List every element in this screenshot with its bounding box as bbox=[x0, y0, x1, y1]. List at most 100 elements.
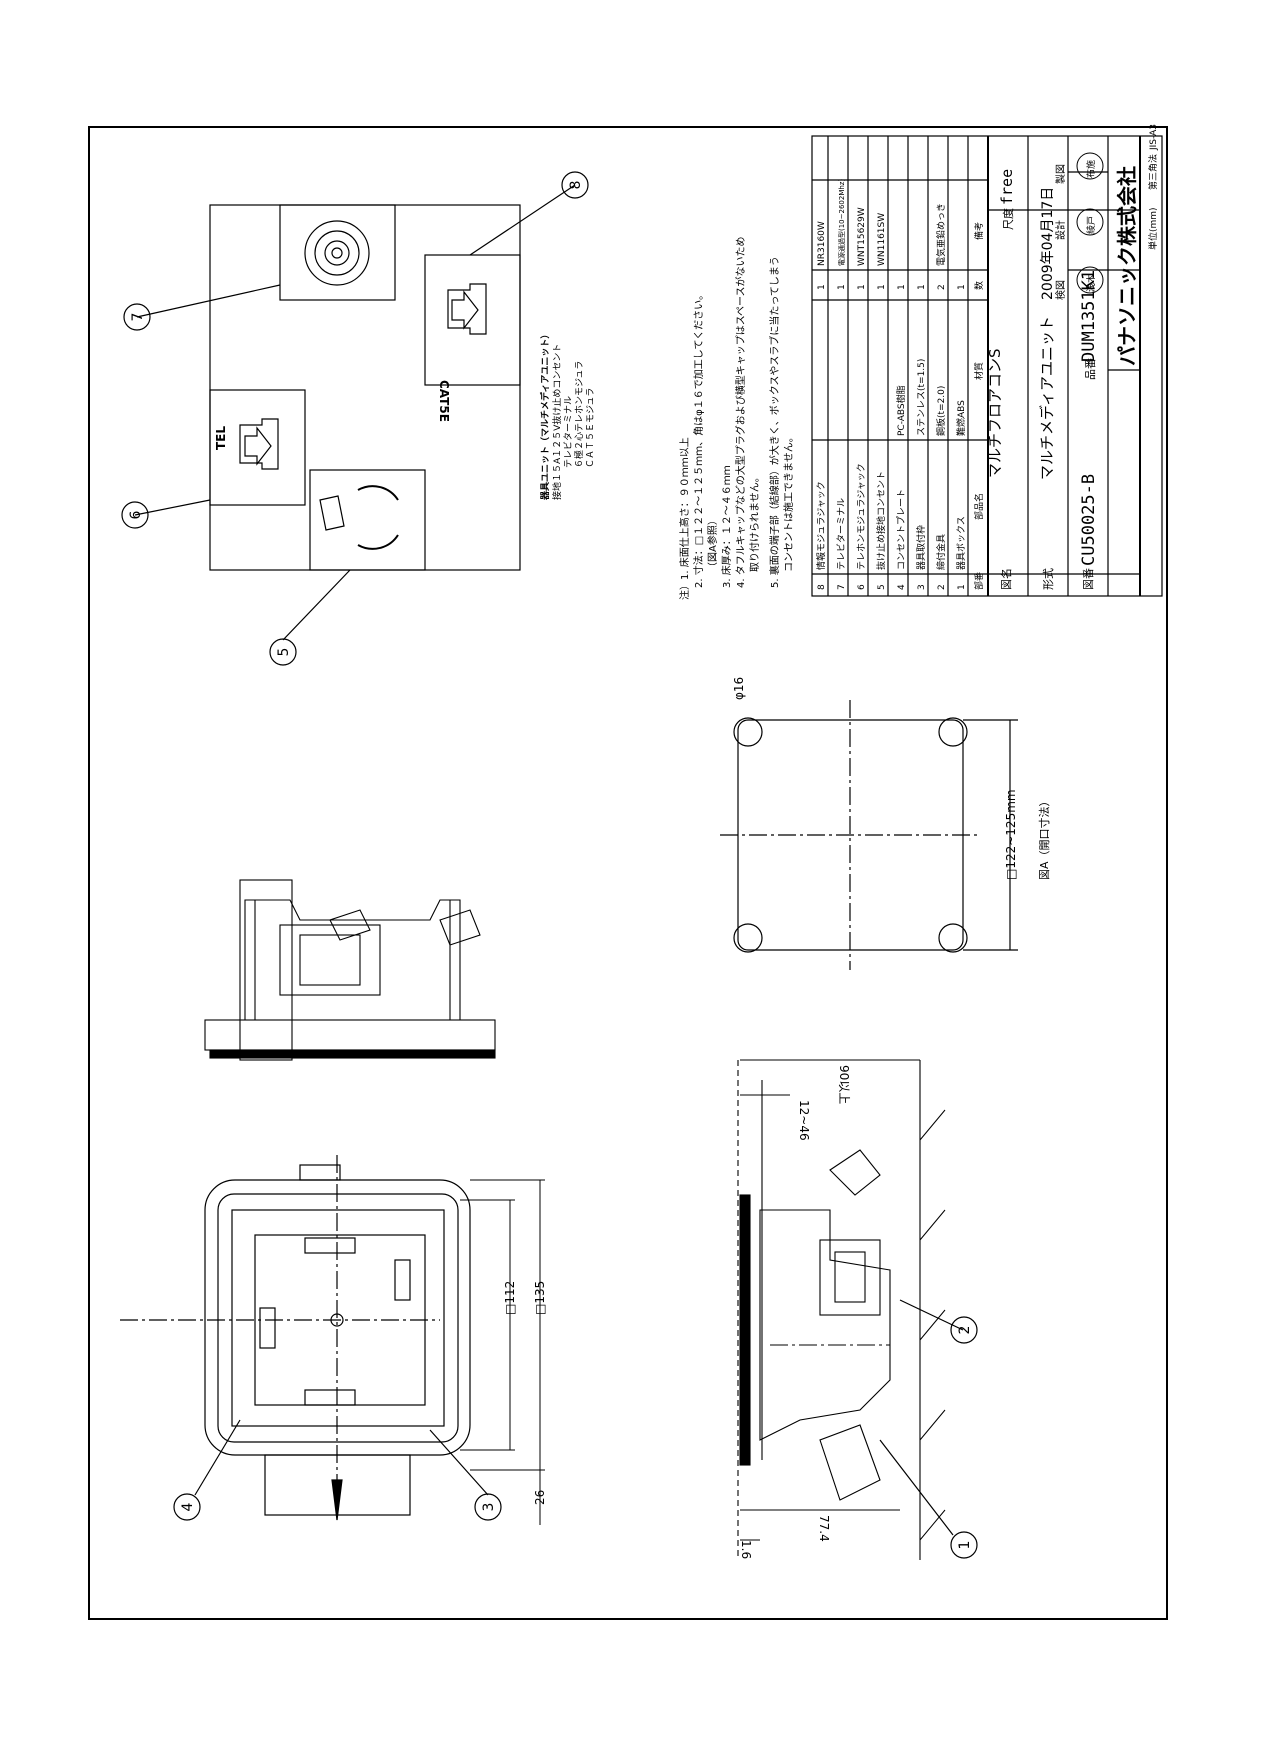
unit-note: 単位(mm) bbox=[1147, 207, 1159, 250]
svg-text:3: 3 bbox=[481, 1503, 497, 1512]
dimension-texts: □112 □135 26 90以上 12~46 77.4 1.6 □122~12… bbox=[503, 677, 1051, 1559]
check-label: 検図 bbox=[1054, 280, 1067, 300]
svg-text:NR3160W: NR3160W bbox=[817, 221, 827, 266]
dim-phi16: φ16 bbox=[732, 677, 746, 700]
svg-text:1: 1 bbox=[897, 284, 907, 290]
svg-text:6: 6 bbox=[857, 584, 867, 590]
note-line: 取り付けられません。 bbox=[748, 472, 761, 572]
svg-text:1: 1 bbox=[837, 284, 847, 290]
svg-text:5: 5 bbox=[877, 584, 887, 590]
design-label: 設計 bbox=[1054, 220, 1067, 240]
table-row: 2 締付金具 鋼板(t=2.0) 2 電気亜鉛めっき bbox=[935, 203, 947, 590]
product-name: マルチフロアコンS bbox=[986, 348, 1004, 478]
part-no-label: 品番 bbox=[1084, 358, 1097, 380]
svg-text:2: 2 bbox=[937, 584, 947, 590]
svg-text:WN1161SW: WN1161SW bbox=[877, 213, 887, 266]
callouts bbox=[121, 171, 978, 1559]
dim-135: □135 bbox=[533, 1281, 547, 1315]
cat5e-label: CAT5E bbox=[437, 380, 451, 422]
drawing-no-label: 図番 bbox=[1082, 568, 1095, 590]
tv-terminal bbox=[279, 204, 396, 301]
dim-112: □112 bbox=[503, 1281, 517, 1315]
svg-text:鋼板(t=2.0): 鋼板(t=2.0) bbox=[935, 386, 947, 436]
svg-text:1: 1 bbox=[817, 284, 827, 290]
callout-3 bbox=[474, 1493, 502, 1521]
header-note: 備考 bbox=[973, 222, 985, 240]
svg-text:1: 1 bbox=[857, 284, 867, 290]
table-row: 4 コンセントプレート PC-ABS樹脂 1 bbox=[895, 284, 907, 590]
svg-text:ＣＡＴ５Ｅモジュラ: ＣＡＴ５Ｅモジュラ bbox=[585, 388, 596, 468]
scale-label: 尺度 bbox=[1001, 208, 1015, 230]
callout-2 bbox=[950, 1316, 978, 1344]
dim-77-4: 77.4 bbox=[817, 1515, 831, 1542]
front-panel-view bbox=[209, 204, 521, 571]
svg-text:電源通過型(10~2602Mhz): 電源通過型(10~2602Mhz) bbox=[837, 179, 846, 266]
callout-7 bbox=[123, 303, 151, 331]
svg-text:7: 7 bbox=[130, 313, 146, 322]
stamp-draft-text: 布施 bbox=[1085, 160, 1097, 178]
panel-outline bbox=[209, 204, 521, 571]
note-line: 3. 床厚み：１２～４６ｍｍ bbox=[720, 465, 733, 588]
svg-text:テレビターミナル: テレビターミナル bbox=[563, 396, 574, 468]
svg-text:６極２心テレホンモジュラ: ６極２心テレホンモジュラ bbox=[573, 361, 585, 468]
svg-text:1: 1 bbox=[957, 284, 967, 290]
svg-text:4: 4 bbox=[180, 1502, 196, 1511]
callout-4 bbox=[173, 1493, 201, 1521]
svg-text:2: 2 bbox=[937, 284, 947, 290]
svg-text:器具ユニット（マルチメディアユニット）: 器具ユニット（マルチメディアユニット） bbox=[539, 330, 551, 501]
callout-1 bbox=[950, 1531, 978, 1559]
notes: 注）1. 床面仕上高さ：９０ｍｍ以上 2. 寸法：□１２２～１２５ｍｍ、角はφ１… bbox=[678, 236, 795, 600]
model-label: 形式 bbox=[1042, 568, 1055, 590]
callout-5 bbox=[269, 638, 297, 666]
table-row: 8 情報モジュラジャック 1 NR3160W bbox=[815, 221, 827, 590]
part-no: DUM1351K1 bbox=[1079, 270, 1099, 362]
svg-text:7: 7 bbox=[837, 584, 847, 590]
svg-text:5: 5 bbox=[276, 648, 292, 657]
callout-numbers: 1 2 3 4 5 6 7 8 bbox=[128, 181, 973, 1550]
cat5e-jack bbox=[424, 254, 521, 386]
dimension-lines bbox=[460, 1059, 920, 1541]
svg-text:3: 3 bbox=[917, 584, 927, 590]
dim-90: 90以上 bbox=[837, 1065, 851, 1104]
front-panel-labels: CAT5E TEL bbox=[214, 380, 451, 450]
svg-text:テレビターミナル: テレビターミナル bbox=[836, 498, 847, 570]
svg-text:6: 6 bbox=[128, 510, 144, 519]
header-qty: 数 bbox=[973, 281, 985, 290]
svg-text:電気亜鉛めっき: 電気亜鉛めっき bbox=[935, 203, 947, 266]
svg-text:器具取付枠: 器具取付枠 bbox=[915, 525, 927, 570]
drawing-date: 2009年04月17日 bbox=[1040, 187, 1056, 300]
sheet-border bbox=[88, 126, 1168, 1620]
note-line: （図A参照） bbox=[706, 515, 719, 572]
stamp-check bbox=[1076, 266, 1104, 294]
svg-text:1: 1 bbox=[957, 584, 967, 590]
callout-6 bbox=[121, 501, 149, 529]
tel-label: TEL bbox=[214, 426, 228, 450]
note-line: 注）1. 床面仕上高さ：９０ｍｍ以上 bbox=[678, 437, 691, 600]
tel-jack bbox=[209, 389, 306, 506]
paper-size: JIS-A3 bbox=[1149, 124, 1159, 151]
svg-text:PC-ABS樹脂: PC-ABS樹脂 bbox=[895, 385, 907, 436]
header-no: 部番 bbox=[973, 572, 985, 590]
svg-text:1: 1 bbox=[877, 284, 887, 290]
dim-26: 26 bbox=[533, 1490, 547, 1505]
parts-table: 部番 部品名 材質 数 備考 8 情報モジュラジャック 1 NR3160W 7 … bbox=[815, 179, 985, 590]
svg-text:1: 1 bbox=[957, 1541, 973, 1550]
svg-text:器具ボックス: 器具ボックス bbox=[956, 516, 967, 570]
draft-label: 製図 bbox=[1054, 164, 1067, 184]
fig-a-caption: 図A（開口寸法） bbox=[1037, 795, 1051, 880]
grounded-outlet bbox=[309, 469, 426, 571]
figure-a bbox=[720, 700, 1018, 970]
header-material: 材質 bbox=[973, 362, 985, 380]
svg-text:情報モジュラジャック: 情報モジュラジャック bbox=[815, 481, 827, 570]
table-row: 3 器具取付枠 ステンレス(t=1.5) 1 bbox=[915, 284, 927, 590]
projection-note: 第三角法 bbox=[1147, 154, 1159, 190]
title-block-text: マルチフロアコンS 図名 マルチメディアユニット 形式 CU50025-B 図番… bbox=[986, 124, 1159, 590]
svg-text:接地１５A１２５V抜け止めコンセント: 接地１５A１２５V抜け止めコンセント bbox=[551, 344, 563, 500]
product-name-label: 図名 bbox=[999, 568, 1013, 590]
stamp-design bbox=[1076, 208, 1104, 236]
svg-text:抜け止め接地コンセント: 抜け止め接地コンセント bbox=[875, 471, 887, 570]
dim-12-46: 12~46 bbox=[797, 1100, 811, 1141]
note-line: 2. 寸法：□１２２～１２５ｍｍ、角はφ１６で加工してください。 bbox=[692, 290, 705, 588]
drawing-no: CU50025-B bbox=[1079, 474, 1099, 566]
